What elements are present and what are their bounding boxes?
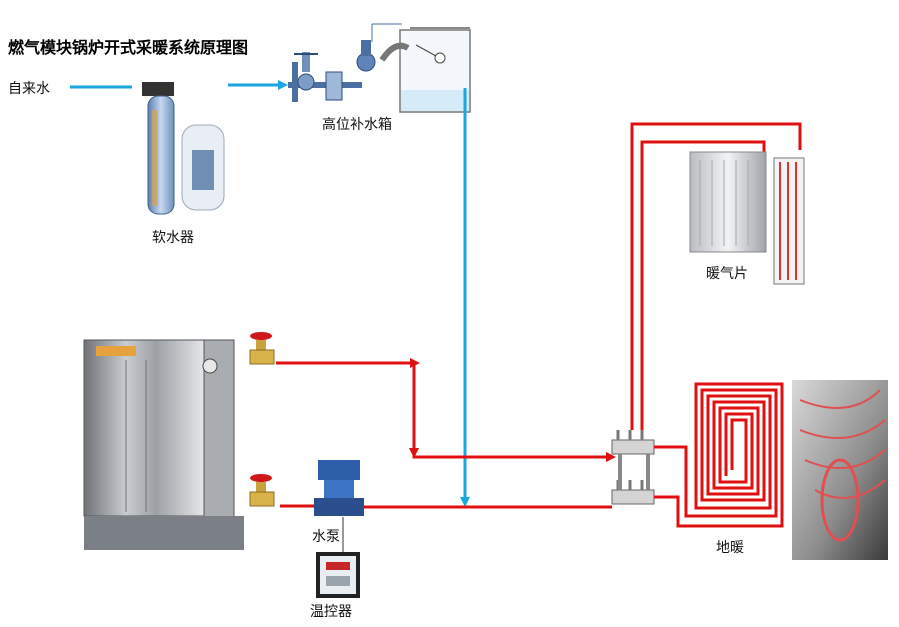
page-title: 燃气模块锅炉开式采暖系统原理图 <box>8 38 249 57</box>
label-tap-water: 自来水 <box>8 81 50 97</box>
water-softener <box>142 82 225 215</box>
label-thermostat: 温控器 <box>310 604 352 620</box>
thermostat <box>316 552 360 598</box>
supply-pipe <box>276 361 612 459</box>
floor-heating-loop <box>654 382 784 528</box>
radiator-loop <box>630 122 802 430</box>
supply-arrow-right <box>410 358 420 368</box>
pump <box>314 460 364 552</box>
label-makeup-tank: 高位补水箱 <box>322 117 392 133</box>
label-floor-heating: 地暖 <box>716 540 744 556</box>
makeup-tank <box>379 27 471 113</box>
label-radiator: 暖气片 <box>706 266 748 282</box>
supply-arrow-manifold <box>606 452 616 462</box>
label-softener: 软水器 <box>152 230 194 246</box>
tap-water-pipe <box>70 80 288 90</box>
label-pump: 水泵 <box>312 529 340 545</box>
radiator <box>689 151 805 285</box>
floor-heating-photo <box>792 380 888 560</box>
supply-valve <box>246 330 276 368</box>
valve-group <box>288 23 402 102</box>
return-valve <box>246 472 276 512</box>
boiler <box>80 336 248 550</box>
makeup-pipe <box>460 88 470 507</box>
manifold <box>611 430 655 505</box>
supply-arrow-down <box>409 448 419 458</box>
